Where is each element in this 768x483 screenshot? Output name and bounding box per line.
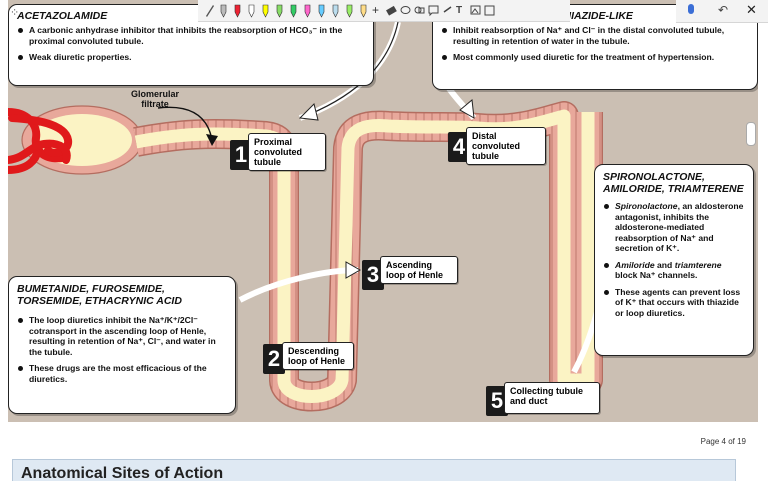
callout-bullet: Amiloride and triamterene block Na⁺ chan…: [603, 260, 746, 281]
callout-loop-diuretics: BUMETANIDE, FUROSEMIDE, TORSEMIDE, ETHAC…: [8, 276, 236, 414]
callout-bullet: Most commonly used diuretic for the trea…: [441, 52, 749, 63]
glomerulus: [8, 108, 73, 174]
close-icon[interactable]: ✕: [746, 2, 757, 17]
pen-icon[interactable]: [218, 3, 229, 18]
arrow-glomerular: [157, 106, 213, 141]
link-icon[interactable]: [442, 3, 453, 18]
site-5-number: 5: [486, 386, 508, 416]
bullet-text: , an aldosterone antagonist, inhibits th…: [615, 201, 744, 253]
site-3-label: Ascending loop of Henle: [380, 256, 458, 284]
bullet-text: and: [654, 259, 675, 270]
annotation-toolbar: + T: [198, 0, 570, 22]
pen-icon[interactable]: [316, 3, 327, 18]
undo-icon[interactable]: ↶: [718, 3, 729, 17]
site-1-label: Proximal convoluted tubule: [248, 133, 326, 171]
pen-icon[interactable]: [274, 3, 285, 18]
pen-icon[interactable]: [358, 3, 369, 18]
more-icon[interactable]: [484, 3, 495, 18]
page-indicator: Page 4 of 19: [700, 437, 746, 446]
scroll-handle[interactable]: [746, 122, 756, 146]
comment-icon[interactable]: [428, 3, 439, 18]
pen-icon[interactable]: [246, 3, 257, 18]
callout-bullet: These agents can prevent loss of K⁺ that…: [603, 287, 746, 319]
window-controls: ↶ ✕: [676, 0, 768, 23]
site-4-number: 4: [448, 132, 470, 162]
callout-bullet: The loop diuretics inhibit the Na⁺/K⁺/2C…: [17, 315, 227, 357]
eraser-icon[interactable]: [386, 3, 397, 18]
image-icon[interactable]: [470, 3, 481, 18]
text-icon[interactable]: T: [456, 5, 463, 16]
cursor-dots-icon[interactable]: ⁘: [10, 7, 20, 19]
pen-icon[interactable]: [344, 3, 355, 18]
callout-title: BUMETANIDE, FUROSEMIDE, TORSEMIDE, ETHAC…: [17, 283, 182, 307]
pen-icon[interactable]: [288, 3, 299, 18]
site-2-number: 2: [263, 344, 285, 374]
pen-icon[interactable]: [302, 3, 313, 18]
callout-bullet: Inhibit reabsorption of Na⁺ and Cl⁻ in t…: [441, 25, 749, 46]
callout-title: ACETAZOLAMIDE: [17, 10, 108, 22]
next-slide-title: Anatomical Sites of Action: [21, 465, 224, 482]
slide-image: ACETAZOLAMIDE A carbonic anhydrase inhib…: [8, 0, 758, 422]
callout-title: SPIRONOLACTONE, AMILORIDE, TRIAMTERENE: [603, 171, 744, 195]
bullet-text: block Na⁺ channels.: [615, 270, 698, 280]
site-3-number: 3: [362, 260, 384, 290]
callout-bullet: Spironolactone, an aldosterone antagonis…: [603, 201, 746, 254]
mic-icon[interactable]: [688, 4, 694, 14]
drug-name: Amiloride: [615, 259, 655, 270]
next-slide-title-bar: Anatomical Sites of Action: [12, 459, 736, 482]
pen-icon[interactable]: [330, 3, 341, 18]
drug-name: Spironolactone: [615, 201, 678, 211]
callout-title: THIAZIDE-LIKE: [557, 10, 633, 22]
site-2-label: Descending loop of Henle: [282, 342, 354, 370]
pen-icon[interactable]: [260, 3, 271, 18]
drug-name: triamterene: [674, 259, 722, 270]
site-4-label: Distal convoluted tubule: [466, 127, 546, 165]
callout-bullet: Weak diuretic properties.: [17, 52, 365, 63]
shapes-icon[interactable]: [414, 3, 425, 18]
pen-red-icon[interactable]: [232, 3, 243, 18]
site-5-label: Collecting tubule and duct: [504, 382, 600, 414]
site-1-number: 1: [230, 140, 252, 170]
callout-bullet: A carbonic anhydrase inhibitor that inhi…: [17, 25, 365, 46]
pen-icon[interactable]: [204, 3, 215, 18]
glomerular-filtrate-label: Glomerular filtrate: [130, 89, 179, 109]
callout-spironolactone: SPIRONOLACTONE, AMILORIDE, TRIAMTERENE S…: [594, 164, 754, 356]
lasso-icon[interactable]: [400, 3, 411, 18]
add-icon[interactable]: +: [372, 3, 380, 17]
callout-bullet: These drugs are the most efficacious of …: [17, 363, 227, 384]
